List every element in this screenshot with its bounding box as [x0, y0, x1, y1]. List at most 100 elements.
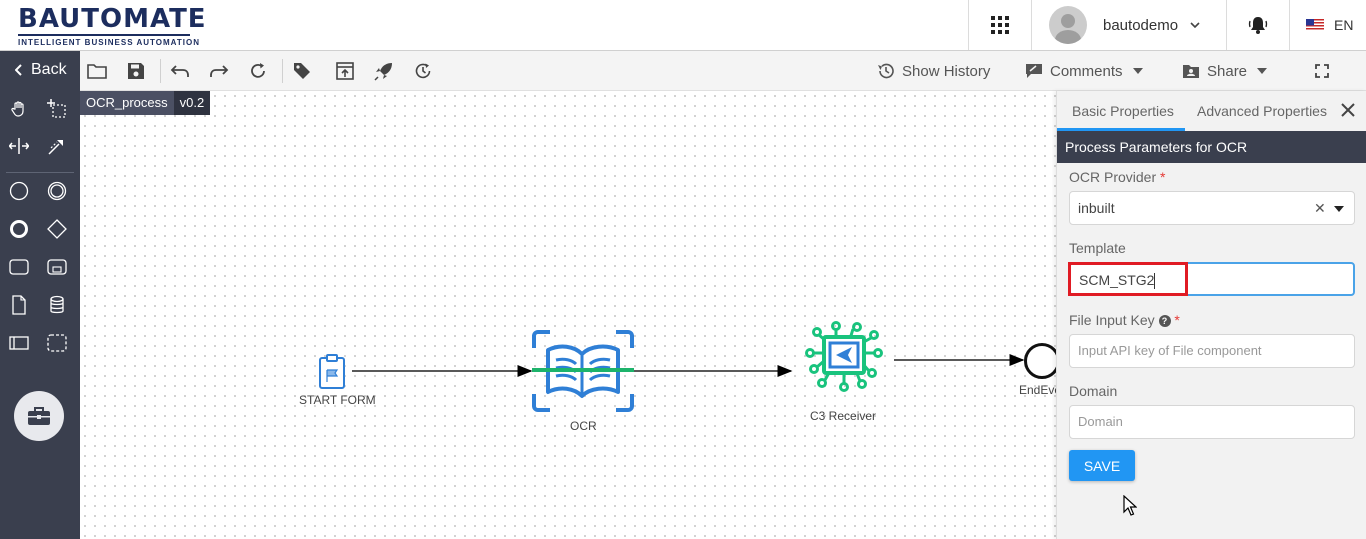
open-button[interactable]	[84, 58, 110, 84]
deploy-button[interactable]	[332, 58, 358, 84]
back-button[interactable]: Back	[0, 51, 80, 89]
template-value: SCM_STG2	[1079, 272, 1155, 288]
subprocess-tool[interactable]	[44, 254, 70, 280]
user-menu[interactable]: bautodemo	[1032, 0, 1226, 50]
end-event-tool[interactable]	[6, 216, 32, 242]
tag-icon	[294, 63, 310, 79]
mouse-pointer-icon	[1123, 495, 1137, 516]
save-button[interactable]: SAVE	[1069, 450, 1135, 481]
share-button[interactable]: Share	[1182, 51, 1268, 91]
process-version: v0.2	[173, 91, 211, 115]
ocr-provider-select[interactable]: inbuilt ✕	[1069, 191, 1355, 225]
notifications-button[interactable]	[1227, 0, 1289, 50]
template-input[interactable]: SCM_STG2	[1069, 262, 1355, 296]
diamond-icon	[47, 219, 67, 239]
ocr-label: OCR	[570, 419, 597, 433]
launch-button[interactable]	[371, 58, 397, 84]
file-input-key-field[interactable]: Input API key of File component	[1069, 334, 1355, 368]
group-dashed-icon	[47, 334, 67, 352]
chevron-down-icon	[1190, 22, 1200, 28]
lasso-tool[interactable]	[44, 96, 70, 122]
start-form-node[interactable]	[318, 353, 346, 389]
rocket-icon	[374, 63, 392, 81]
fullscreen-button[interactable]	[1309, 58, 1335, 84]
rounded-rect-icon	[9, 259, 29, 275]
show-history-label: Show History	[902, 62, 991, 80]
toolbox-button[interactable]	[14, 391, 64, 441]
apps-grid-button[interactable]	[969, 0, 1031, 50]
data-store-tool[interactable]	[44, 292, 70, 318]
data-object-tool[interactable]	[6, 292, 32, 318]
ocr-book-scan-icon	[532, 330, 634, 412]
properties-panel: Basic Properties Advanced Properties Pro…	[1056, 91, 1366, 539]
circle-double-icon	[47, 181, 67, 201]
header-divider	[1031, 0, 1032, 50]
undo-icon	[170, 65, 189, 77]
user-name: bautodemo	[1103, 16, 1179, 34]
end-event-node[interactable]	[1024, 343, 1056, 379]
logo-subtitle: INTELLIGENT BUSINESS AUTOMATION	[18, 34, 199, 47]
gateway-tool[interactable]	[44, 216, 70, 242]
tool-sidebar: Back	[0, 51, 80, 539]
task-tool[interactable]	[6, 254, 32, 280]
hand-tool[interactable]	[6, 96, 32, 122]
bell-icon	[1248, 17, 1268, 34]
history-icon	[878, 63, 894, 79]
tab-advanced-properties[interactable]: Advanced Properties	[1197, 91, 1327, 131]
dropdown-arrow-icon[interactable]	[1334, 206, 1344, 212]
history-toolbar-button[interactable]	[410, 58, 436, 84]
refresh-button[interactable]	[245, 58, 271, 84]
c3-receiver-label: C3 Receiver	[810, 409, 877, 423]
connect-arrow-icon	[48, 140, 63, 155]
avatar	[1049, 6, 1087, 44]
logo[interactable]: BAUTOMATE INTELLIGENT BUSINESS AUTOMATIO…	[18, 4, 206, 48]
tab-basic-properties[interactable]: Basic Properties	[1072, 91, 1174, 131]
process-canvas[interactable]: OCR_process v0.2 START FORM	[80, 91, 1056, 539]
header-divider	[1226, 0, 1227, 50]
start-form-label: START FORM	[299, 393, 376, 407]
pool-tool[interactable]	[6, 330, 32, 356]
ocr-provider-label-text: OCR Provider	[1069, 169, 1157, 185]
language-selector[interactable]: EN	[1290, 0, 1366, 50]
pool-icon	[9, 336, 29, 350]
space-tool[interactable]	[6, 133, 32, 159]
domain-label: Domain	[1069, 383, 1118, 399]
connect-tool[interactable]	[44, 133, 70, 159]
flow-connectors	[352, 354, 1025, 377]
clear-icon[interactable]: ✕	[1314, 200, 1326, 216]
help-icon[interactable]: ?	[1158, 315, 1171, 328]
header-divider	[968, 0, 969, 50]
tab-basic-label: Basic Properties	[1072, 103, 1174, 119]
undo-button[interactable]	[167, 58, 193, 84]
share-label: Share	[1207, 62, 1248, 80]
domain-field[interactable]: Domain	[1069, 405, 1355, 439]
comments-button[interactable]: Comments	[1025, 51, 1143, 91]
tab-advanced-label: Advanced Properties	[1197, 103, 1327, 119]
comments-label: Comments	[1050, 62, 1123, 80]
ocr-task-node[interactable]	[532, 330, 634, 412]
intermediate-event-tool[interactable]	[44, 178, 70, 204]
group-tool[interactable]	[44, 330, 70, 356]
briefcase-icon	[28, 407, 50, 425]
sidebar-divider	[6, 172, 74, 173]
show-history-button[interactable]: Show History	[877, 51, 990, 91]
save-toolbar-button[interactable]	[123, 58, 149, 84]
active-tab-indicator	[1057, 128, 1185, 131]
toolbar-divider	[282, 59, 283, 83]
folder-icon	[87, 64, 107, 79]
start-event-tool[interactable]	[6, 178, 32, 204]
c3-receiver-node[interactable]	[804, 321, 884, 393]
us-flag-icon	[1306, 19, 1324, 31]
tag-button[interactable]	[289, 58, 315, 84]
redo-icon	[210, 65, 229, 77]
floppy-icon	[128, 63, 144, 79]
redo-button[interactable]	[206, 58, 232, 84]
language-label: EN	[1334, 17, 1354, 33]
chevron-left-icon	[15, 64, 22, 76]
clipboard-icon	[319, 354, 345, 389]
close-panel-button[interactable]	[1337, 99, 1359, 121]
subprocess-icon	[47, 259, 67, 275]
close-icon	[1341, 103, 1355, 117]
circle-thick-icon	[10, 220, 28, 238]
fullscreen-icon	[1315, 64, 1329, 78]
